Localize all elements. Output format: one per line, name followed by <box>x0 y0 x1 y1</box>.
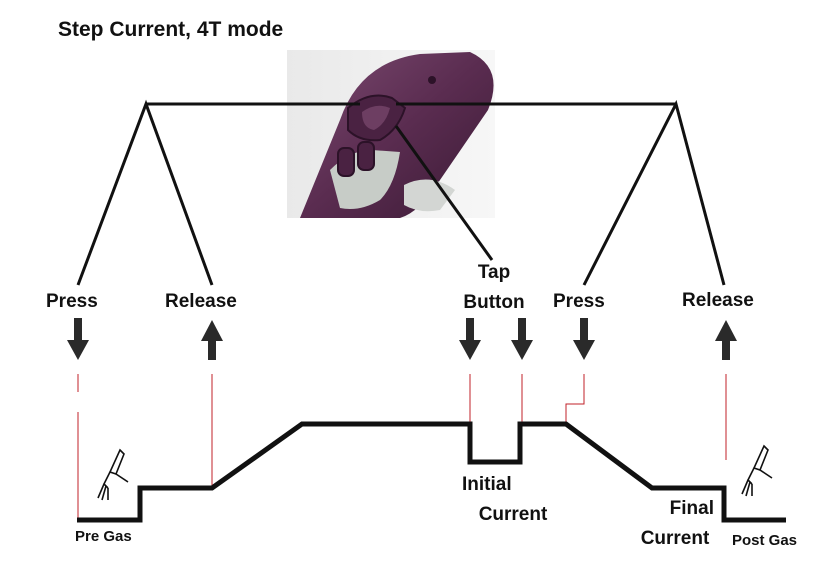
arrow-down-icon <box>459 318 481 360</box>
post-gas-label: Post Gas <box>732 532 798 549</box>
release-label: Release <box>682 290 754 311</box>
torch-handle-photo <box>287 50 495 218</box>
initial-current-label: Initial Current <box>450 470 576 530</box>
press-label: Press <box>46 291 98 312</box>
arrow-up-icon <box>201 320 223 360</box>
tap-label-line1: Tap <box>477 262 511 283</box>
final-current-label: Final Current <box>630 494 720 554</box>
arrow-down-icon <box>573 318 595 360</box>
tap-label-line2: Button <box>463 292 525 313</box>
final-label-line2: Current <box>640 528 710 549</box>
release-label: Release <box>165 291 237 312</box>
arrow-down-icon <box>511 318 533 360</box>
left-connector <box>76 99 214 286</box>
button-connector-lines <box>76 99 726 286</box>
diagram-title: Step Current, 4T mode <box>58 18 284 41</box>
final-label-line1: Final <box>669 498 714 519</box>
trigger-marker-lines <box>77 374 727 518</box>
tap-button-label: Tap Button <box>456 258 532 318</box>
arrow-down-icon <box>67 318 89 360</box>
tig-torch-icon <box>741 444 773 497</box>
tap-connector <box>394 125 494 261</box>
arrow-up-icon <box>715 320 737 360</box>
current-waveform <box>77 421 786 523</box>
initial-label-line2: Current <box>478 504 548 525</box>
initial-label-line1: Initial <box>462 474 512 495</box>
right-connector <box>582 99 726 286</box>
tig-torch-icon <box>97 448 129 501</box>
arrows <box>67 318 737 360</box>
pre-gas-label: Pre Gas <box>75 528 132 545</box>
press-label: Press <box>553 291 605 312</box>
